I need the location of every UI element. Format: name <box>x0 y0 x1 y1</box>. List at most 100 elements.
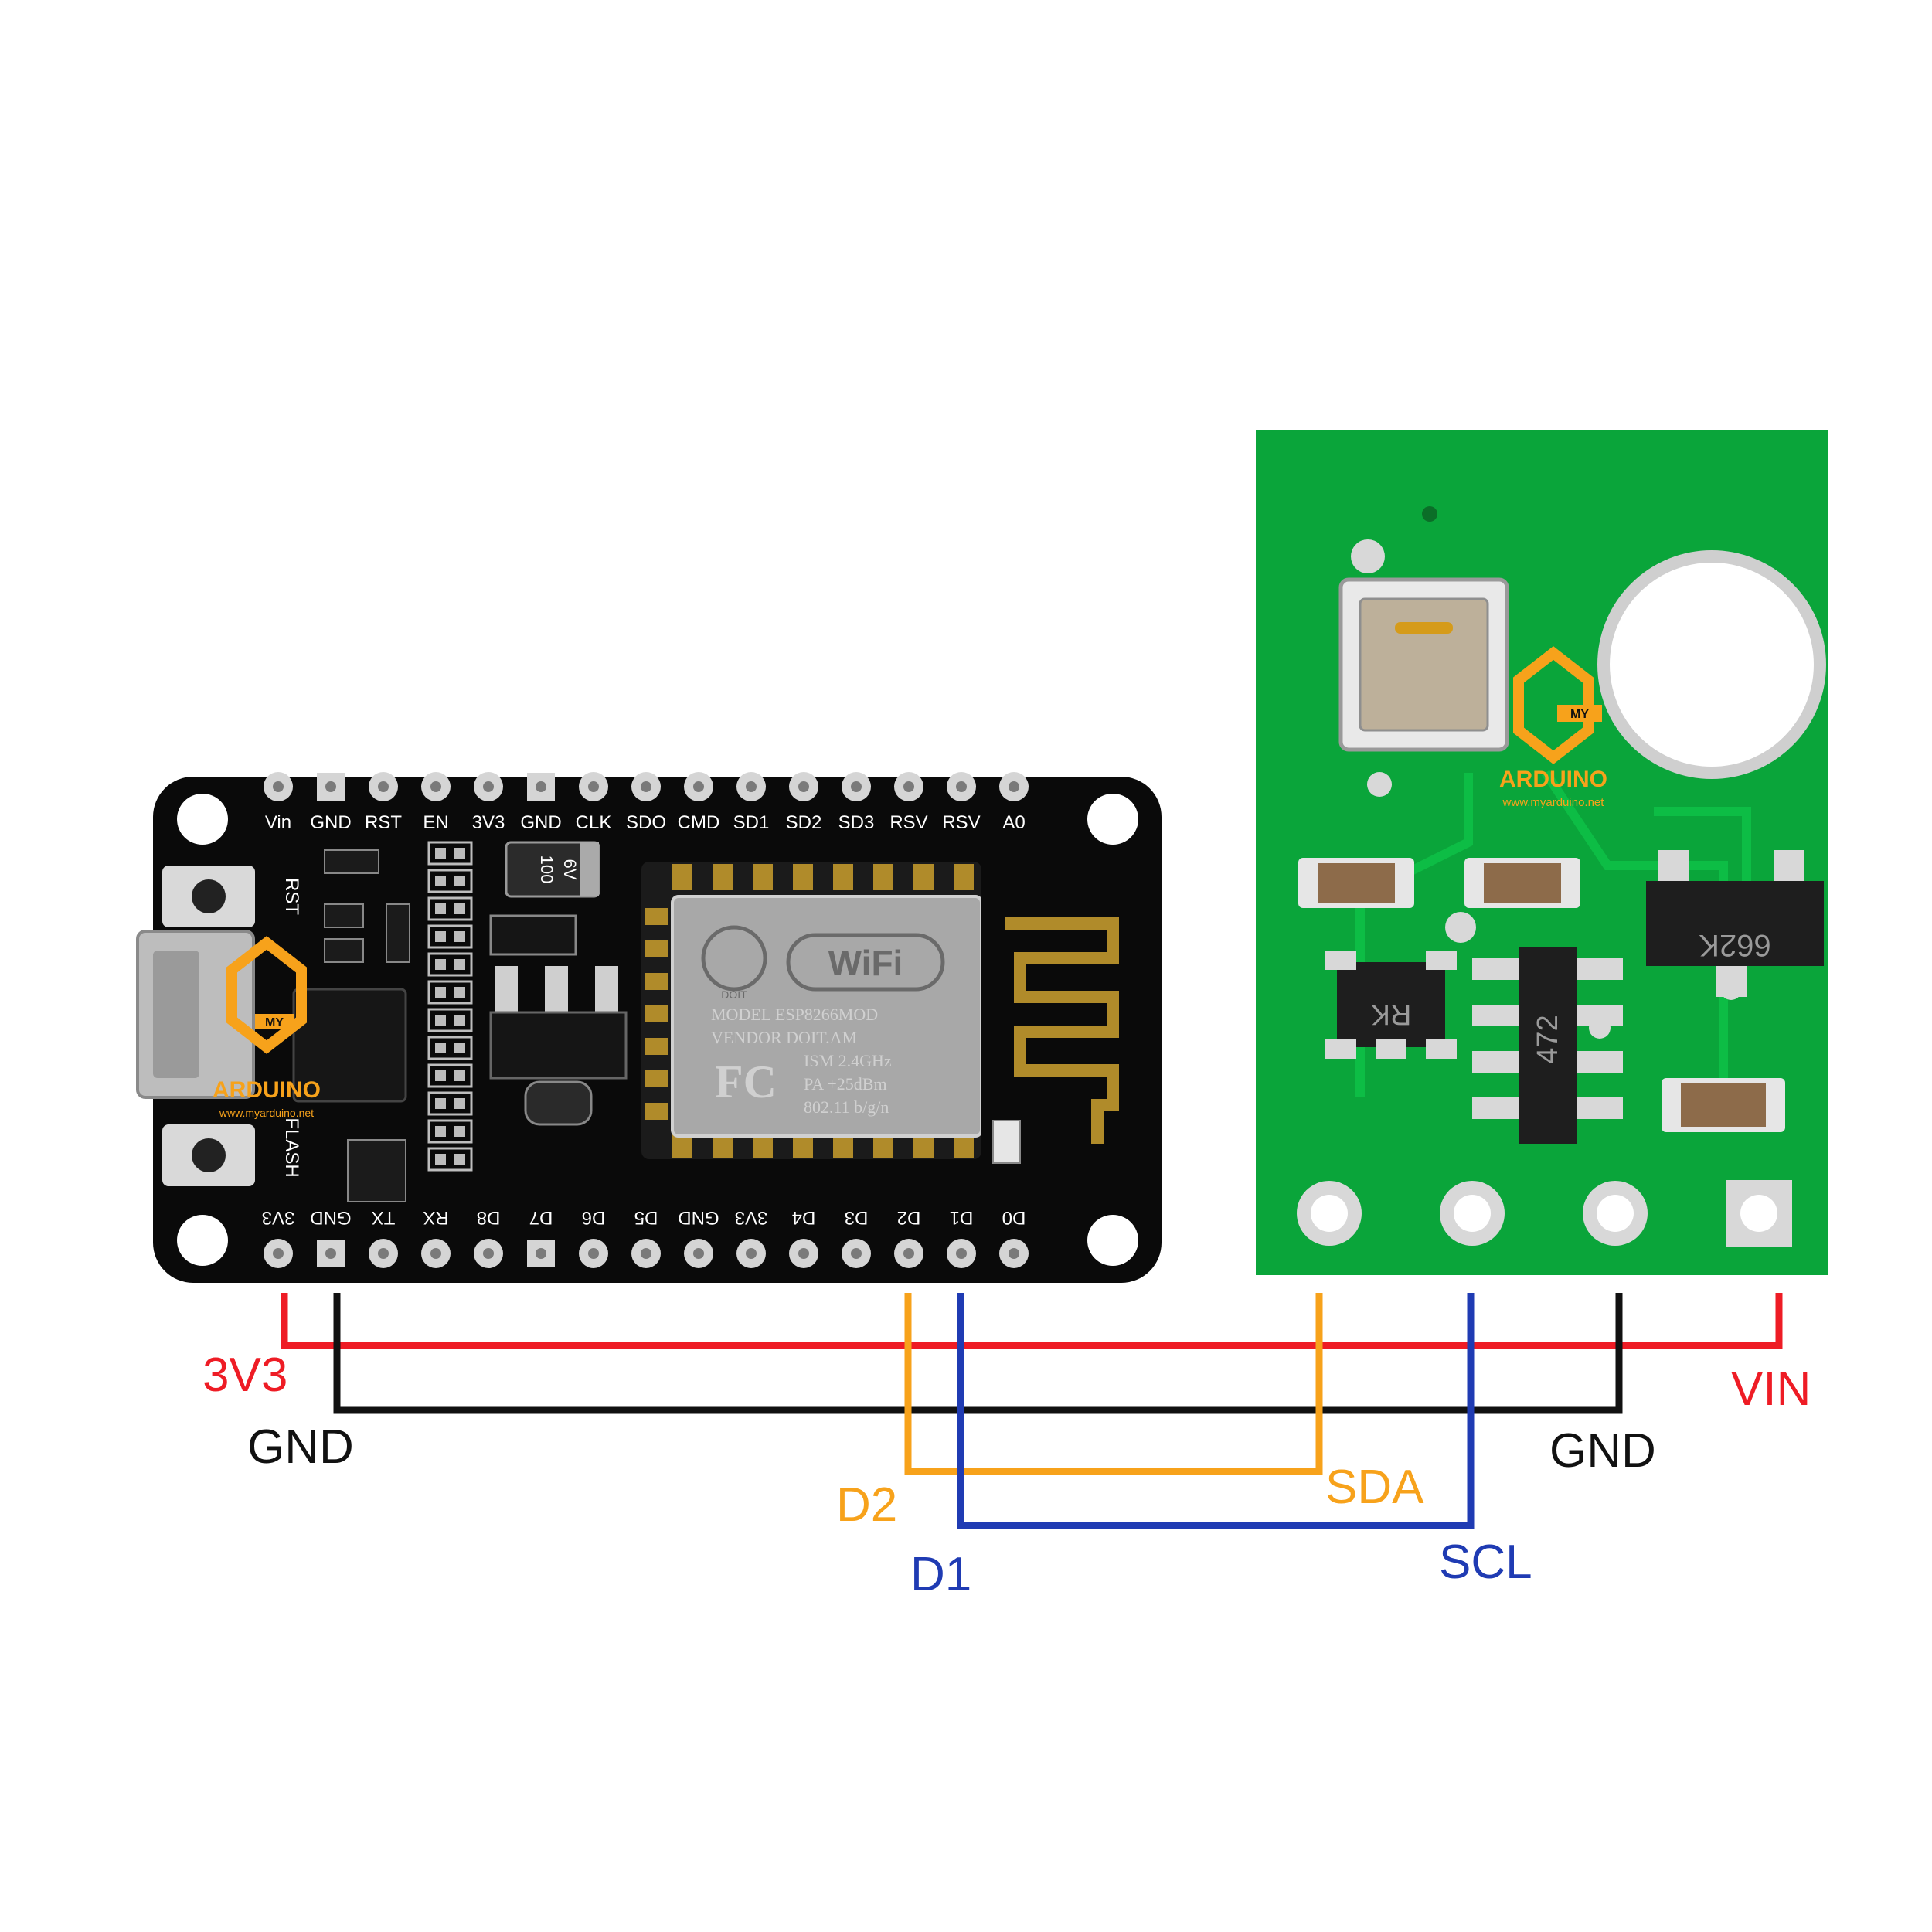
esp-pin <box>645 973 668 990</box>
breakout-pad-dot <box>454 876 465 886</box>
pin-label: EN <box>423 812 448 833</box>
capacitor-value: 100 <box>537 855 556 884</box>
breakout-pad <box>427 1147 473 1172</box>
breakout-pad-dot <box>454 903 465 914</box>
doit-logo <box>701 925 767 992</box>
esp-pin <box>753 864 773 890</box>
watermark-url: www.myarduino.net <box>1502 796 1605 809</box>
module-standard: 802.11 b/g/n <box>804 1097 889 1117</box>
chip-lead <box>1774 850 1804 881</box>
chip-lead <box>1325 951 1356 970</box>
regulator-body <box>489 1011 628 1080</box>
round-sensor <box>1597 550 1826 779</box>
breakout-pad-dot <box>454 1154 465 1165</box>
header-pad-hole <box>1009 781 1019 792</box>
sensor-port <box>1395 622 1453 634</box>
header-pad-hole <box>903 1248 914 1259</box>
pin-label: 3V3 <box>735 1207 768 1228</box>
breakout-pads <box>427 841 473 1172</box>
header-pad-hole <box>798 1248 809 1259</box>
watermark-badge <box>1557 705 1602 722</box>
regulator-leg <box>545 966 568 1012</box>
pcb-trace <box>1654 807 1751 889</box>
smd-component <box>347 1139 406 1202</box>
watermark-name: ARDUINO <box>213 1077 321 1103</box>
header-hole-center <box>1597 1195 1634 1232</box>
header-pad-hole <box>956 1248 967 1259</box>
watermark-hexagon <box>226 936 307 1054</box>
top-header <box>264 772 1029 801</box>
header-pad-hole <box>746 781 757 792</box>
via <box>1445 912 1476 943</box>
pin-label: RSV <box>889 812 927 833</box>
top-pin-labels: Vin GND RST EN 3V3 GND CLK SDO CMD SD1 S… <box>265 812 1026 833</box>
header-pad-hole <box>1009 1248 1019 1259</box>
pin-label: SDO <box>626 812 666 833</box>
breakout-pad <box>427 924 473 949</box>
pin-label: RST <box>365 812 402 833</box>
pin-label: RX <box>423 1207 448 1228</box>
mounting-hole <box>177 1215 228 1266</box>
breakout-pad <box>427 1091 473 1116</box>
chip-lead <box>1472 958 1519 980</box>
via <box>1351 539 1385 573</box>
header-pad-hole <box>536 1248 546 1259</box>
chip-lead <box>1716 966 1747 997</box>
breakout-pad-dot <box>454 848 465 859</box>
esp-pin <box>672 864 692 890</box>
pin-label: D4 <box>792 1207 816 1228</box>
breakout-pad-dot <box>435 903 446 914</box>
watermark-hexagon <box>1513 646 1594 764</box>
wire-labels: 3V3 GND D2 D1 VIN GND SDA SCL <box>202 1349 1811 1601</box>
chip-lead <box>1325 1039 1356 1059</box>
header-pad-hole <box>483 1248 494 1259</box>
usb-serial-chip <box>292 988 407 1103</box>
chip-lead <box>1577 1097 1623 1119</box>
breakout-pad <box>427 1008 473 1032</box>
chip-662k <box>1646 881 1824 966</box>
breakout-pad-dot <box>435 987 446 998</box>
pin-label: A0 <box>1002 812 1025 833</box>
breakout-pad <box>427 1063 473 1088</box>
header-pad-hole <box>641 1248 651 1259</box>
fc-mark: FC <box>715 1056 777 1107</box>
pin-label: D0 <box>1002 1207 1026 1228</box>
wifi-logo: WiFi <box>828 943 903 983</box>
header-pad-hole <box>483 781 494 792</box>
pin-label: GND <box>310 1207 351 1228</box>
chip-lead <box>1472 1051 1519 1073</box>
pin-label: CMD <box>678 812 720 833</box>
chip-lead <box>1577 1005 1623 1026</box>
capacitor-body <box>1484 863 1561 903</box>
regulator-leg <box>595 966 618 1012</box>
wifi-badge <box>786 933 945 992</box>
ground-wire <box>333 1293 1623 1414</box>
chip-472 <box>1519 947 1577 1144</box>
scl-wire <box>957 1293 1475 1529</box>
pin-label: TX <box>372 1207 396 1228</box>
pin-label: 3V3 <box>262 1207 295 1228</box>
breakout-pad <box>427 1119 473 1144</box>
capacitor-body <box>1681 1083 1766 1127</box>
breakout-pad <box>427 1036 473 1060</box>
label-gnd-left: GND <box>247 1420 354 1474</box>
breakout-pad-dot <box>435 876 446 886</box>
pin-label: SD1 <box>733 812 770 833</box>
module-ism: ISM 2.4GHz <box>804 1051 892 1070</box>
breakout-pad-dot <box>435 1015 446 1026</box>
header-pad-hole <box>430 1248 441 1259</box>
chip-lead <box>1577 1051 1623 1073</box>
smd-component <box>324 938 364 963</box>
smd-component <box>386 903 410 963</box>
esp-pin <box>645 940 668 957</box>
label-vin: VIN <box>1731 1362 1811 1416</box>
chip-lead <box>1577 958 1623 980</box>
esp-pin <box>645 908 668 925</box>
pin-label: 3V3 <box>472 812 505 833</box>
pin-label: GND <box>520 812 561 833</box>
breakout-pad-dot <box>435 1043 446 1053</box>
pin-label: SD2 <box>786 812 822 833</box>
chip-lead <box>1472 1005 1519 1026</box>
breakout-pad-dot <box>435 1070 446 1081</box>
smd-component <box>324 903 364 928</box>
